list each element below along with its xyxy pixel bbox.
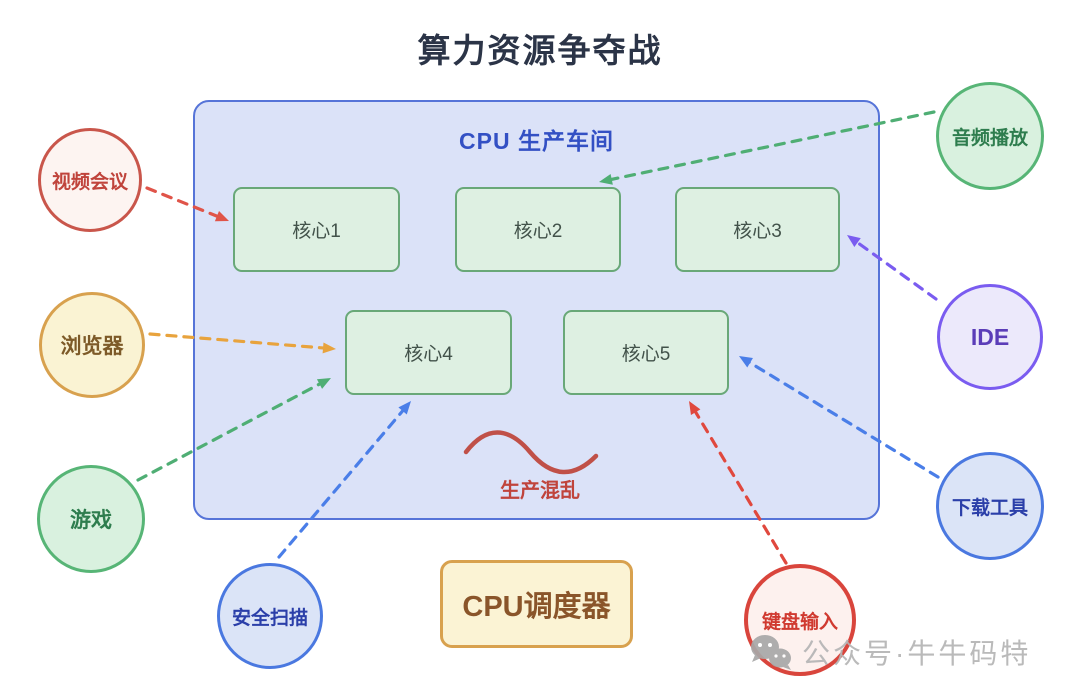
core-box-1: 核心1 <box>233 187 400 272</box>
app-circle-browser: 浏览器 <box>39 292 145 398</box>
app-circle-audio-playback: 音频播放 <box>936 82 1044 190</box>
chaos-label: 生产混乱 <box>500 480 580 502</box>
app-circle-ide: IDE <box>937 284 1043 390</box>
app-circle-security-scan: 安全扫描 <box>217 563 323 669</box>
page-title: 算力资源争夺战 <box>417 32 663 69</box>
watermark-text: 公众号·牛牛码特 <box>802 638 1032 669</box>
cpu-workshop-box <box>193 100 880 520</box>
core-box-3: 核心3 <box>675 187 840 272</box>
workshop-title: CPU 生产车间 <box>459 128 614 154</box>
app-circle-keyboard-input: 键盘输入 <box>744 564 856 676</box>
cpu-scheduler-box: CPU调度器 <box>440 560 633 648</box>
core-box-4: 核心4 <box>345 310 512 395</box>
watermark: 公众号·牛牛码特 <box>748 632 1031 672</box>
app-circle-video-conference: 视频会议 <box>38 128 142 232</box>
app-circle-game: 游戏 <box>37 465 145 573</box>
app-circle-download-tool: 下载工具 <box>936 452 1044 560</box>
wechat-icon <box>751 635 791 670</box>
core-box-2: 核心2 <box>455 187 621 272</box>
core-box-5: 核心5 <box>563 310 729 395</box>
